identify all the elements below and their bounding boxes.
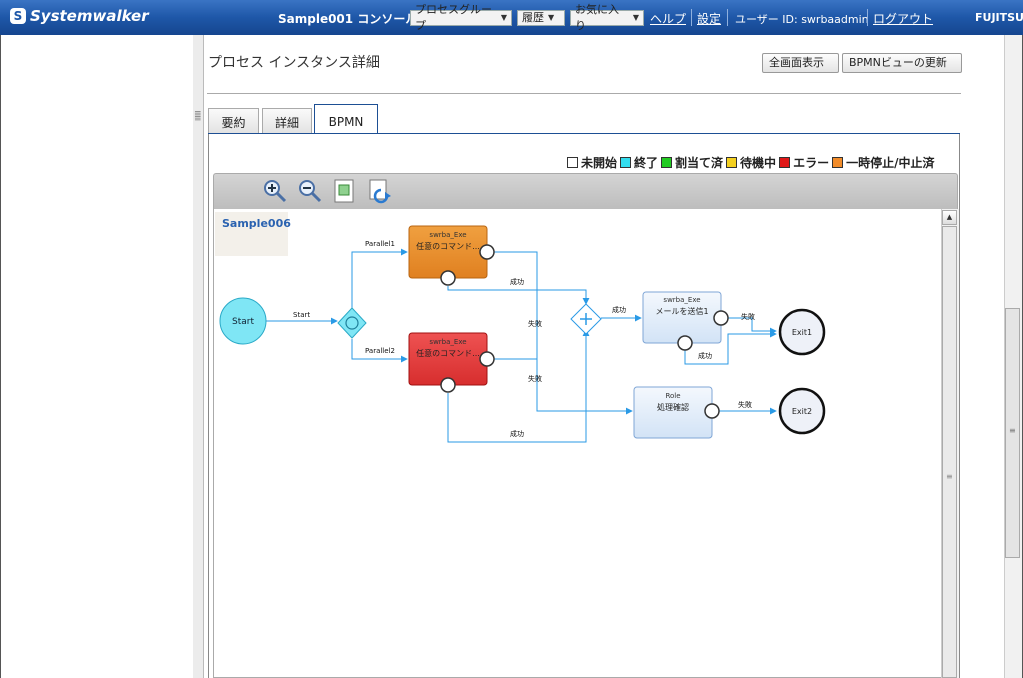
legend-label: 一時停止/中止済 (846, 156, 935, 170)
bpmn-canvas[interactable] (213, 209, 958, 678)
logo-mark-icon: S (10, 8, 26, 24)
chevron-down-icon: ▼ (548, 13, 555, 22)
title-divider (207, 93, 961, 94)
refresh-diagram-icon[interactable] (367, 178, 393, 204)
app-title: Sample001 コンソール (278, 12, 418, 26)
tab-details[interactable]: 詳細 (262, 108, 312, 134)
zoom-in-icon[interactable] (262, 178, 288, 204)
legend-label: 終了 (634, 156, 659, 170)
header-separator (727, 9, 728, 26)
history-label: 履歴 (522, 11, 544, 24)
scroll-grip-icon: ≡ (1009, 426, 1016, 435)
user-id-label: ユーザー ID: swrbaadmin (735, 13, 869, 26)
process-group-dropdown[interactable]: プロセスグループ ▼ (410, 3, 512, 32)
process-group-label: プロセスグループ (415, 3, 492, 32)
window-border-right (1021, 35, 1023, 678)
logo-text: Systemwalker (30, 7, 149, 25)
scroll-up-arrow-icon[interactable]: ▲ (942, 210, 957, 225)
fullscreen-button[interactable]: 全画面表示 (762, 53, 839, 73)
scroll-grip-icon: ≡ (946, 472, 953, 481)
favorites-dropdown[interactable]: お気に入り ▼ (570, 3, 644, 32)
legend-swatch-finished (620, 157, 632, 168)
logout-link[interactable]: ログアウト (873, 12, 934, 26)
sidebar-panel (1, 35, 194, 678)
legend-label: エラー (793, 156, 830, 170)
window-border-left (0, 35, 1, 678)
refresh-bpmn-button[interactable]: BPMNビューの更新 (842, 53, 962, 73)
legend-swatch-error (779, 157, 791, 168)
header-separator (867, 9, 868, 26)
splitter-grip-icon[interactable]: ≡≡ (194, 109, 202, 124)
header-separator (691, 9, 692, 26)
legend-label: 割当て済 (675, 156, 724, 170)
pane-splitter[interactable] (193, 35, 204, 678)
help-link[interactable]: ヘルプ (650, 12, 687, 26)
tab-bpmn[interactable]: BPMN (314, 104, 378, 134)
history-dropdown[interactable]: 履歴 ▼ (517, 10, 565, 26)
legend-label: 未開始 (581, 156, 618, 170)
chevron-down-icon: ▼ (632, 13, 639, 22)
process-name: Sample006 (222, 217, 291, 230)
tab-summary[interactable]: 要約 (208, 108, 259, 134)
systemwalker-logo: S Systemwalker (10, 7, 149, 25)
page-title: プロセス インスタンス詳細 (208, 55, 380, 71)
legend-swatch-suspended (832, 157, 844, 168)
legend-swatch-not-started (567, 157, 578, 168)
legend-label: 待機中 (740, 156, 777, 170)
favorites-label: お気に入り (575, 3, 619, 32)
page-scrollbar-thumb[interactable] (1005, 308, 1020, 558)
chevron-down-icon: ▼ (500, 13, 507, 22)
tab-underline (208, 133, 960, 134)
status-legend: 未開始 終了 割当て済 待機中 エラー 一時停止/中止済 (567, 154, 934, 171)
fit-page-icon[interactable] (331, 178, 357, 204)
canvas-scrollbar-thumb[interactable] (942, 226, 957, 678)
legend-swatch-assigned (661, 157, 673, 168)
process-name-box (215, 212, 288, 256)
diagram-toolbar (213, 173, 958, 209)
settings-link[interactable]: 設定 (697, 12, 722, 26)
legend-swatch-waiting (726, 157, 738, 168)
zoom-out-icon[interactable] (297, 178, 323, 204)
fujitsu-logo: FUJITSU (975, 11, 1023, 24)
